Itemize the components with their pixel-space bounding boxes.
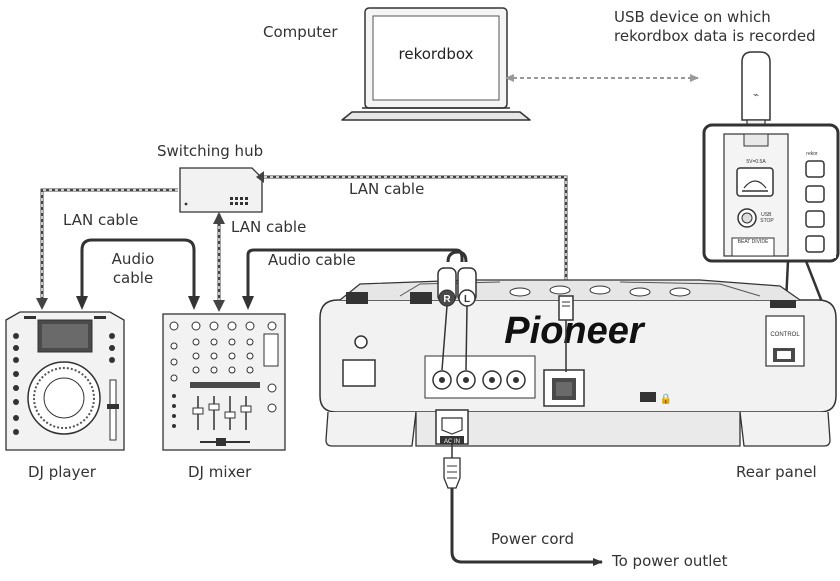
plug-r-mark: R [443, 294, 451, 305]
audio-cables [80, 238, 464, 302]
dj-mixer-label: DJ mixer [188, 463, 252, 481]
beat-divide-mark: BEAT DIVIDE [738, 239, 769, 245]
computer-label: Computer [263, 23, 338, 41]
usb-5v-mark: 5V=0.5A [746, 159, 766, 165]
lan-cables [40, 175, 568, 302]
usb-stop-mark: USB STOP [760, 212, 774, 224]
power-cord [443, 440, 603, 566]
rekor-mark: rekor [806, 151, 818, 157]
lock-icon: 🔒 [660, 393, 672, 405]
rear-panel-label: Rear panel [736, 463, 817, 481]
power-cord-label: Power cord [491, 530, 574, 548]
usb-stop-mark-line2: STOP [760, 218, 774, 224]
rear-panel-unit-illustration: Pioneer 🔒 CONTROL AC IN [319, 279, 837, 447]
rekordbox-screen-label: rekordbox [398, 45, 474, 63]
switching-hub-illustration [179, 167, 263, 213]
control-mark: CONTROL [770, 332, 800, 338]
rca-plugs: R L [437, 250, 477, 371]
brand-logo: Pioneer [504, 310, 646, 352]
lan-cable-top-label: LAN cable [349, 180, 425, 198]
rear-panel-inset: 5V=0.5A USB STOP BEAT DIVIDE rekor [702, 123, 840, 303]
dj-player-illustration [5, 311, 125, 451]
dj-player-label: DJ player [28, 463, 96, 481]
power-icon [354, 335, 368, 349]
lan-cable-middle-label: LAN cable [231, 218, 307, 236]
lan-cable-left-label: LAN cable [63, 211, 139, 229]
to-power-outlet-label: To power outlet [612, 552, 728, 570]
computer-illustration [341, 7, 531, 121]
audio-cable-right-label: Audio cable [268, 251, 356, 269]
usb-stop-mark-line1: USB [761, 212, 772, 218]
dj-mixer-illustration [162, 313, 286, 451]
switching-hub-label: Switching hub [157, 142, 264, 160]
usb-device-label: USB device on which rekordbox data is re… [614, 8, 816, 45]
usb-symbol-icon: ⌁ [753, 90, 759, 101]
audio-cable-left-label: Audio cable [111, 250, 155, 287]
usb-stick-illustration: ⌁ [741, 51, 771, 135]
lan-plug [558, 295, 574, 372]
plug-l-mark: L [464, 294, 470, 305]
